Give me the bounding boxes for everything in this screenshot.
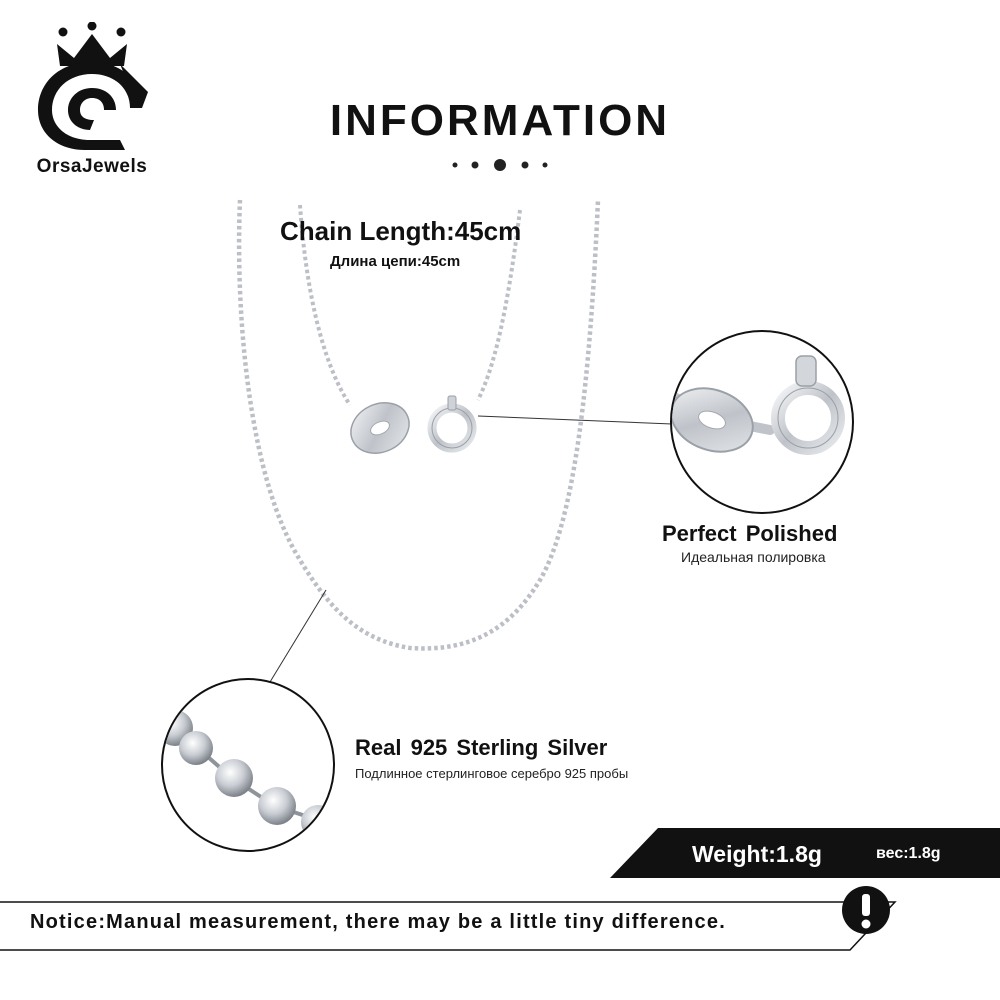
pointer-line-clasp <box>477 415 673 425</box>
beads-zoom-circle <box>161 678 335 852</box>
chain-inner-strand-left <box>298 204 352 407</box>
title-dots-decoration <box>445 157 555 173</box>
exclamation-icon <box>842 886 890 934</box>
silver-title: Real 925 Sterling Silver <box>355 735 608 760</box>
chain-outer-strand <box>236 199 601 651</box>
chain-length-label: Chain Length:45cm <box>280 216 522 246</box>
silver-ru-label: Подлинное стерлинговое серебро 925 пробы <box>355 766 629 781</box>
pointer-line-beads <box>269 589 327 683</box>
weight-label: Weight:1.8g <box>692 841 822 867</box>
clasp-zoom-circle <box>670 330 854 514</box>
weight-ru-label: вес:1.8g <box>876 845 941 862</box>
page-title: INFORMATION <box>329 96 671 145</box>
polished-ru-label: Идеальная полировка <box>681 549 826 565</box>
notice-text: Notice:Manual measurement, there may be … <box>30 911 726 933</box>
crown-o-logo-icon <box>38 22 148 150</box>
weight-banner <box>610 828 1000 878</box>
chain-inner-strand-right <box>476 209 522 401</box>
polished-title: Perfect Polished <box>662 521 838 546</box>
brand-name: OrsaJewels <box>36 156 148 177</box>
chain-length-ru-label: Длина цепи:45cm <box>330 253 461 270</box>
